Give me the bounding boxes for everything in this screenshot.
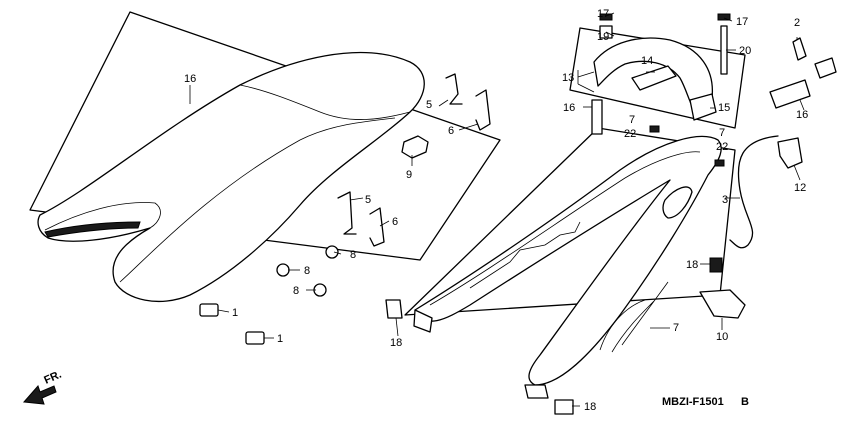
rubber-1b[interactable] xyxy=(245,331,265,345)
callout-label: 16 xyxy=(563,102,575,114)
bolt-18b[interactable] xyxy=(554,399,574,415)
callout-label: 9 xyxy=(406,169,412,181)
bolt-16[interactable] xyxy=(591,99,603,135)
rubber-cushion-9[interactable] xyxy=(401,135,429,159)
rear-cowl[interactable] xyxy=(414,135,722,386)
pad-22a[interactable] xyxy=(649,125,660,133)
seat-lock-cylinder-11[interactable] xyxy=(769,79,811,109)
cowl-side-vent xyxy=(662,186,693,219)
cowl-inner-edge xyxy=(429,151,701,306)
callout-label: 5 xyxy=(426,99,432,111)
callout-label: 8 xyxy=(304,265,310,277)
callout-label: 17 xyxy=(736,16,748,28)
grab-rail-plate-14[interactable] xyxy=(631,65,677,91)
bolt-18a[interactable] xyxy=(385,299,403,319)
bolt-19[interactable] xyxy=(709,257,723,273)
callout-label: 13 xyxy=(562,72,574,84)
callout-label: 6 xyxy=(392,216,398,228)
callout-label: 22 xyxy=(716,141,728,153)
bolt-17a[interactable] xyxy=(599,13,613,21)
rubber-1a[interactable] xyxy=(199,303,219,317)
callout-label: 7 xyxy=(719,127,725,139)
seat-trim-strip xyxy=(44,221,141,238)
callout-labels: 16 5 6 9 5 6 8 8 8 1 1 17 19 17 20 2 13 … xyxy=(184,8,808,413)
cowl-bottom-tab xyxy=(524,384,549,399)
callout-label: 12 xyxy=(794,182,806,194)
seat-lock-group xyxy=(385,37,837,415)
callout-label: 18 xyxy=(686,259,698,271)
clip-nut-8a[interactable] xyxy=(325,245,339,259)
bolt-17b[interactable] xyxy=(717,13,731,21)
callout-label: 16 xyxy=(184,73,196,85)
leader-lines xyxy=(189,12,805,407)
callout-label: 14 xyxy=(641,55,653,67)
key-2[interactable] xyxy=(792,37,807,61)
callout-label: 18 xyxy=(390,337,402,349)
grab-rail-cushion-15[interactable] xyxy=(689,93,717,121)
lock-stay-10[interactable] xyxy=(699,289,746,319)
diagram-code-suffix: B xyxy=(741,396,749,408)
grab-rail-group xyxy=(569,13,746,167)
seat-seam-mid xyxy=(119,117,396,283)
seat-hook-6b[interactable] xyxy=(369,207,385,247)
rear-cowl-group xyxy=(404,127,736,399)
seat-hardware xyxy=(199,73,491,345)
callout-label: 1 xyxy=(277,333,283,345)
seat[interactable] xyxy=(37,51,425,302)
pad-22b[interactable] xyxy=(714,159,725,167)
callout-label: 3 xyxy=(722,194,728,206)
callout-label: 19 xyxy=(597,31,609,43)
seat-hook-6a[interactable] xyxy=(475,89,491,131)
callout-label: 10 xyxy=(716,331,728,343)
cowl-mount-cutout xyxy=(469,221,581,289)
callout-label: 17 xyxy=(597,8,609,20)
seat-hook-5a[interactable] xyxy=(445,73,463,105)
callout-label: 8 xyxy=(350,249,356,261)
front-arrow-icon xyxy=(22,385,57,405)
callout-label: 5 xyxy=(365,194,371,206)
callout-label: 15 xyxy=(718,102,730,114)
callout-label: 16 xyxy=(796,109,808,121)
seat-seam-front xyxy=(44,202,161,231)
seat-lock-bracket-12[interactable] xyxy=(777,137,803,169)
callout-label: 2 xyxy=(794,17,800,29)
diagram-code-block: MBZI-F1501 B xyxy=(662,396,749,408)
callout-label: 1 xyxy=(232,307,238,319)
front-direction-indicator: FR. xyxy=(22,369,63,405)
callout-label: 22 xyxy=(624,128,636,140)
diagram-code: MBZI-F1501 xyxy=(662,396,724,408)
bolt-21[interactable] xyxy=(720,25,728,75)
callout-label: 18 xyxy=(584,401,596,413)
cowl-badge-script xyxy=(599,281,669,353)
callout-label: 7 xyxy=(673,322,679,334)
cowl-left-tab xyxy=(413,309,433,333)
grab-rail-outline-box xyxy=(569,27,746,129)
seat-hook-5b[interactable] xyxy=(337,191,357,235)
callout-label: 7 xyxy=(629,114,635,126)
key-head[interactable] xyxy=(814,57,837,79)
callout-label: 20 xyxy=(739,45,751,57)
callout-label: 6 xyxy=(448,125,454,137)
callout-label: 8 xyxy=(293,285,299,297)
clip-nut-8b[interactable] xyxy=(276,263,290,277)
front-label: FR. xyxy=(42,369,63,387)
seat-group xyxy=(29,11,501,302)
seat-lock-cable-3[interactable] xyxy=(729,135,779,249)
seat-seam-rear xyxy=(239,84,411,120)
